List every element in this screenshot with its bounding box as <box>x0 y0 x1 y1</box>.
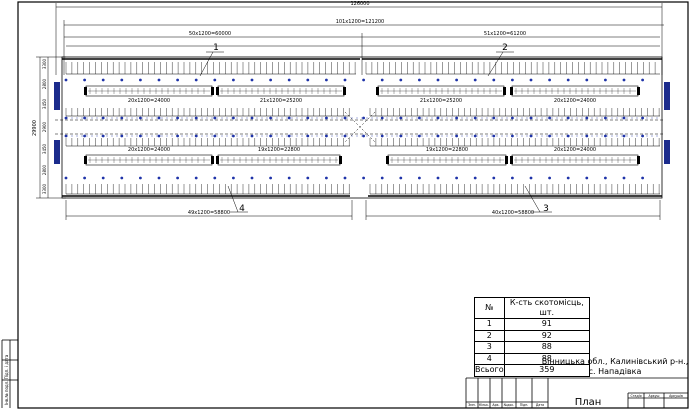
pen-labels <box>199 51 552 213</box>
row-dim-label: 3450 <box>42 98 47 109</box>
sheet-title: План <box>574 397 602 408</box>
table-cell-num: 3 <box>474 341 505 354</box>
address-line-1: Вінницька обл., Калинівський р-н., <box>541 357 689 366</box>
title-block <box>465 377 688 408</box>
table-cell-count: 91 <box>503 318 591 331</box>
row-dim-label: 2800 <box>42 78 47 89</box>
column-markers <box>64 78 660 180</box>
feeder-label: 20x1200=24000 <box>128 98 170 104</box>
table-cell-count: 92 <box>503 329 591 342</box>
feeder-label: 19x1200=22800 <box>426 147 468 153</box>
feed-alleys: 20x1200=24000 21x1200=25200 21x1200=25200 2… <box>84 85 640 166</box>
row-dim-label: 2900 <box>42 121 47 132</box>
row-dim-label: 2800 <box>42 164 47 175</box>
address-line-2: с. Нападівка <box>588 367 642 376</box>
tb-stage: Стадія <box>630 394 641 398</box>
pen-label-4: 4 <box>239 204 245 214</box>
row-dimension-labels: 3300 2800 3450 2900 3450 2800 3300 <box>42 58 47 194</box>
title-block-cols: Змн. Кільк. Арк. №док. Підп. Дата Стадія… <box>468 394 683 407</box>
table-cell-count: 359 <box>503 364 591 377</box>
tb-col-doc: №док. <box>504 403 514 407</box>
title-block-address: Вінницька обл., Калинівський р-н., с. На… <box>540 357 690 377</box>
sheet-frame <box>17 1 689 409</box>
pen-label-2: 2 <box>502 43 508 53</box>
dim-bottom-right: 40x1200=58800 <box>492 210 534 216</box>
row-dim-label: 3300 <box>42 58 47 69</box>
feeder-label: 19x1200=22800 <box>258 147 300 153</box>
dim-top-right: 51x1200=61200 <box>484 31 526 37</box>
table-cell-num: 2 <box>474 329 505 342</box>
tb-sheets: Аркушів <box>669 394 683 398</box>
feeder-label: 21x1200=25200 <box>420 98 462 104</box>
feeder-label: 20x1200=24000 <box>554 147 596 153</box>
tb-col-kilk: Кільк. <box>479 403 489 407</box>
tb-col-date: Дата <box>536 403 544 407</box>
tb-col-izm: Змн. <box>468 403 476 407</box>
table-header-count: К-сть скотомісць, шт. <box>503 297 591 319</box>
row-dim-label: 3300 <box>42 183 47 194</box>
tb-col-sign: Підп. <box>520 403 529 407</box>
dimension-lines-top <box>55 3 664 75</box>
dimension-lines-bottom <box>65 200 661 220</box>
table-cell-count: 88 <box>503 341 591 354</box>
tb-sheet: Аркуш <box>649 394 660 398</box>
feeder-label: 21x1200=25200 <box>260 98 302 104</box>
pen-label-3: 3 <box>543 204 549 214</box>
dimension-lines-left <box>36 56 66 199</box>
stall-rows <box>65 62 660 195</box>
dim-height: 29900 <box>32 120 38 136</box>
table-header-num: № <box>474 297 505 319</box>
table-cell-num: 4 <box>474 352 505 365</box>
dim-bottom-left: 49x1200=58800 <box>188 210 230 216</box>
row-dim-label: 3450 <box>42 143 47 154</box>
table-cell-num: Всього <box>474 364 505 377</box>
side-stamp-text: Інв.№ подл. Підп. і дата <box>4 354 9 405</box>
dim-top-left: 50x1200=60000 <box>189 31 231 37</box>
table-cell-num: 1 <box>474 318 505 331</box>
dim-total: 126000 <box>350 1 369 7</box>
dim-sec-a: 101x1200=121200 <box>336 19 385 25</box>
feeder-label: 20x1200=24000 <box>554 98 596 104</box>
tb-col-ark: Арк. <box>492 403 499 407</box>
pen-label-1: 1 <box>213 43 219 53</box>
table-header-row: № К-сть скотомісць, шт. <box>474 297 591 319</box>
feeder-label: 20x1200=24000 <box>128 147 170 153</box>
building-outline <box>54 56 670 199</box>
side-stamp-strip: Інв.№ подл. Підп. і дата <box>1 339 18 408</box>
